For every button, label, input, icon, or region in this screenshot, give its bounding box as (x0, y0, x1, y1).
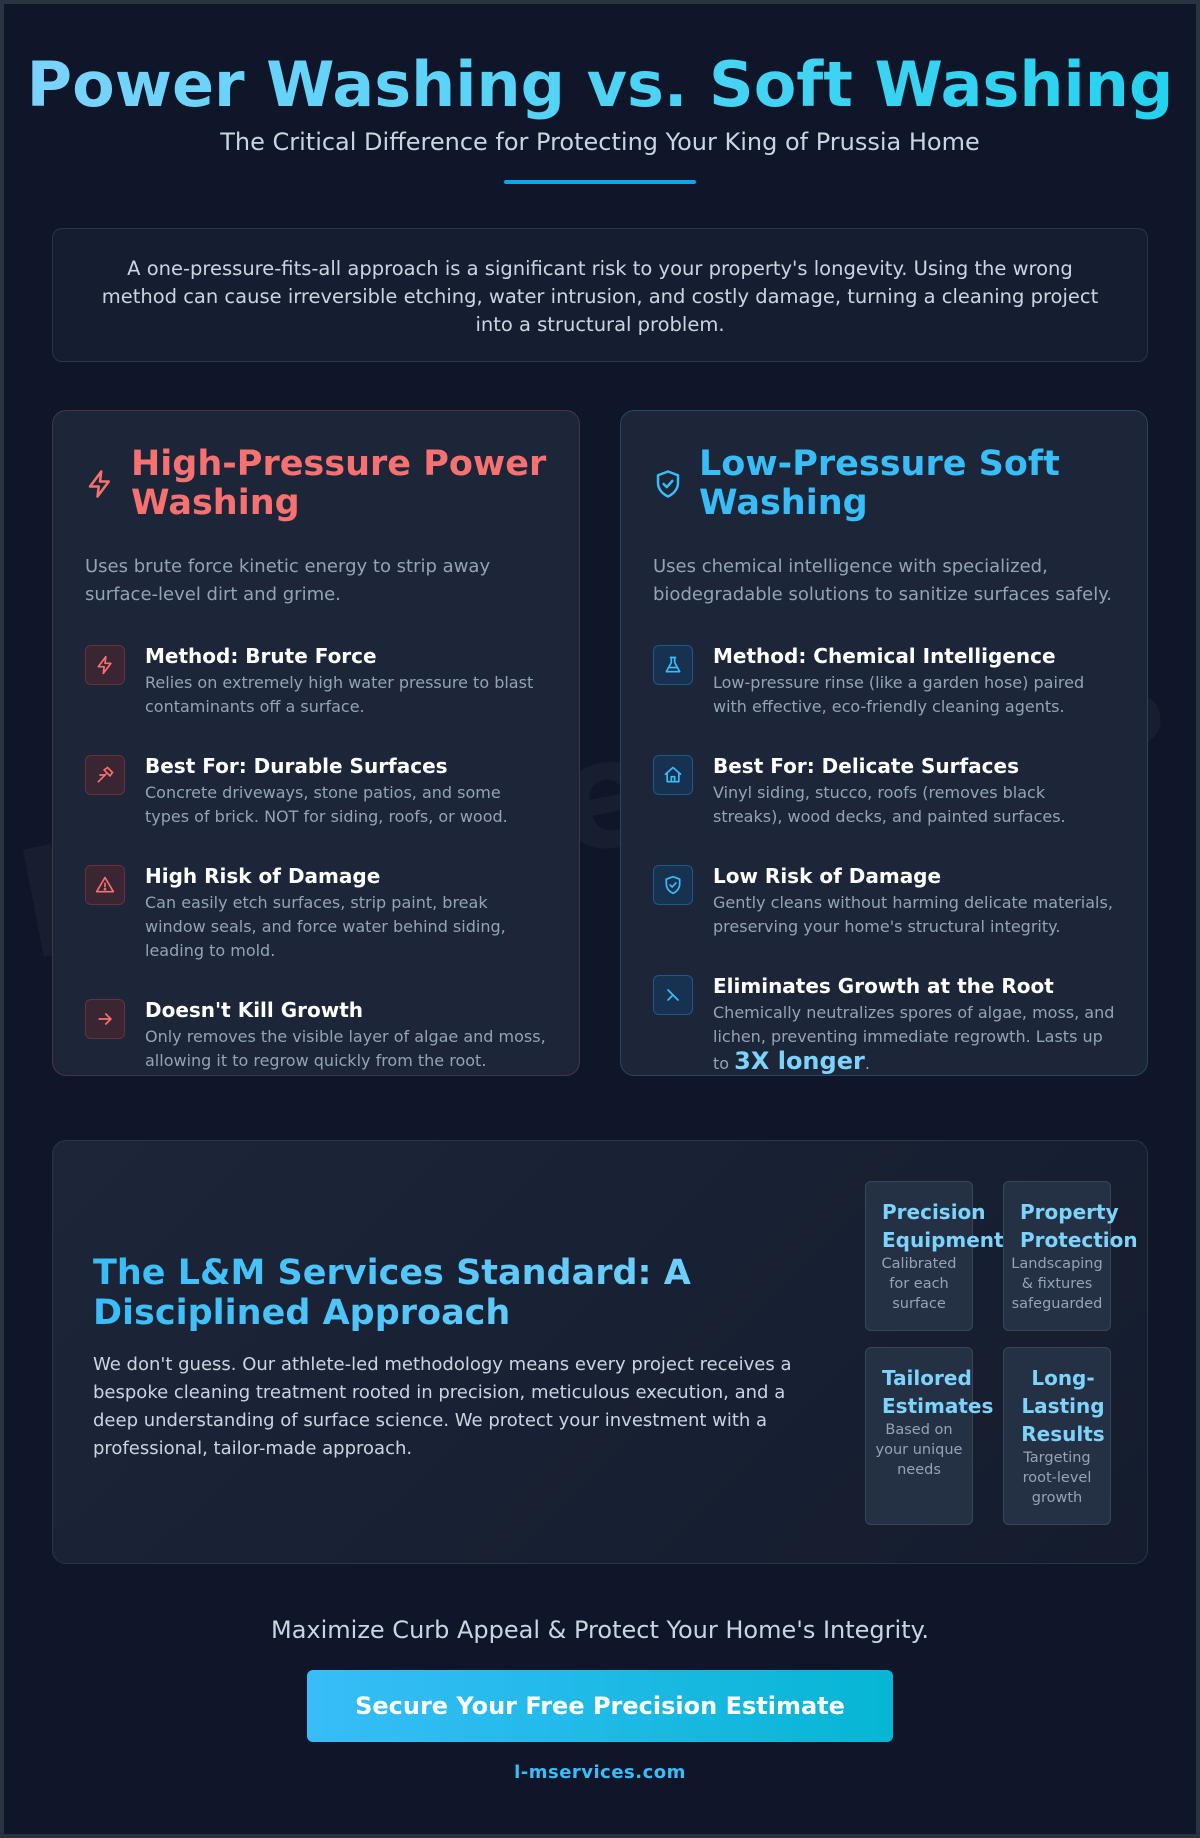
pillar-long-lasting-results: Long-Lasting Results Targeting root-leve… (1003, 1347, 1111, 1525)
soft-feature-method: Method: Chemical Intelligence Low-pressu… (653, 643, 1115, 719)
feature-text: Concrete driveways, stone patios, and so… (145, 783, 508, 826)
flask-icon (653, 645, 693, 685)
feature-title: Method: Brute Force (145, 644, 377, 668)
shield-check-icon (653, 865, 693, 905)
feature-text: Vinyl siding, stucco, roofs (removes bla… (713, 783, 1066, 826)
pillar-title: Long-Lasting Results (1021, 1366, 1105, 1446)
power-feature-method: Method: Brute Force Relies on extremely … (85, 643, 547, 719)
title-divider (504, 180, 696, 184)
pillar-text: Targeting root-level growth (1022, 1450, 1092, 1506)
lightning-icon (85, 645, 125, 685)
power-feature-best-for: Best For: Durable Surfaces Concrete driv… (85, 753, 547, 829)
feature-title: Method: Chemical Intelligence (713, 644, 1056, 668)
soft-feature-growth: Eliminates Growth at the Root Chemically… (653, 973, 1115, 1076)
feature-text: Can easily etch surfaces, strip paint, b… (145, 893, 506, 960)
power-feature-risk: High Risk of Damage Can easily etch surf… (85, 863, 547, 963)
pillar-text: Based on your unique needs (875, 1422, 963, 1478)
page-subtitle: The Critical Difference for Protecting Y… (220, 128, 980, 156)
soft-feature-best-for: Best For: Delicate Surfaces Vinyl siding… (653, 753, 1115, 829)
standard-section: The L&M Services Standard: A Disciplined… (52, 1140, 1148, 1564)
pillar-text: Calibrated for each surface (881, 1256, 957, 1312)
cta-tagline: Maximize Curb Appeal & Protect Your Home… (270, 1616, 930, 1644)
power-washing-title: High-Pressure Power Washing (131, 444, 547, 523)
feature-text: Only removes the visible layer of algae … (145, 1027, 546, 1070)
feature-text: Chemically neutralizes spores of algae, … (713, 1003, 1115, 1075)
feature-title: Doesn't Kill Growth (145, 998, 364, 1022)
soft-feature-risk: Low Risk of Damage Gently cleans without… (653, 863, 1115, 939)
power-washing-card: High-Pressure Power Washing Uses brute f… (52, 410, 580, 1076)
page-frame: L&M Services Power Washing vs. Soft Wash… (4, 4, 1196, 1834)
page-title: Power Washing vs. Soft Washing (4, 48, 1196, 122)
feature-title: Eliminates Growth at the Root (713, 974, 1054, 998)
pillar-text: Landscaping & fixtures safeguarded (1011, 1256, 1103, 1312)
lightning-icon (88, 470, 110, 498)
soft-washing-title: Low-Pressure Soft Washing (699, 444, 1060, 523)
website-link[interactable]: l-mservices.com (514, 1762, 686, 1783)
highlight-3x-longer: 3X longer (734, 1047, 865, 1075)
pillar-precision-equipment: Precision Equipment Calibrated for each … (865, 1181, 1004, 1331)
power-washing-description: Uses brute force kinetic energy to strip… (85, 556, 491, 605)
warning-icon (85, 865, 125, 905)
standard-text: We don't guess. Our athlete-led methodol… (93, 1354, 792, 1459)
feature-text: Relies on extremely high water pressure … (145, 673, 534, 716)
intro-box: A one-pressure-fits-all approach is a si… (52, 228, 1148, 362)
power-feature-growth: Doesn't Kill Growth Only removes the vis… (85, 997, 547, 1073)
cta-section: Maximize Curb Appeal & Protect Your Home… (4, 1616, 1196, 1783)
feature-text: Low-pressure rinse (like a garden hose) … (713, 673, 1085, 716)
house-icon (653, 755, 693, 795)
feature-title: High Risk of Damage (145, 864, 381, 888)
feature-title: Best For: Delicate Surfaces (713, 754, 1019, 778)
sparkle-icon (653, 975, 693, 1015)
feature-text: Gently cleans without harming delicate m… (713, 893, 1113, 936)
shield-check-icon (656, 470, 680, 498)
feature-title: Best For: Durable Surfaces (145, 754, 448, 778)
hero: Power Washing vs. Soft Washing The Criti… (4, 48, 1196, 184)
pillar-property-protection: Property Protection Landscaping & fixtur… (1003, 1181, 1138, 1331)
arrow-right-icon (85, 999, 125, 1039)
pillar-title: Tailored Estimates (882, 1366, 994, 1418)
pillar-title: Precision Equipment (882, 1200, 1004, 1252)
pillar-tailored-estimates: Tailored Estimates Based on your unique … (865, 1347, 994, 1525)
feature-title: Low Risk of Damage (713, 864, 942, 888)
standard-title: The L&M Services Standard: A Disciplined… (93, 1253, 833, 1333)
pillar-title: Property Protection (1020, 1200, 1138, 1252)
soft-washing-card: Low-Pressure Soft Washing Uses chemical … (620, 410, 1148, 1076)
soft-washing-description: Uses chemical intelligence with speciali… (653, 556, 1113, 605)
free-estimate-button[interactable]: Secure Your Free Precision Estimate (307, 1670, 893, 1742)
hammer-icon (85, 755, 125, 795)
